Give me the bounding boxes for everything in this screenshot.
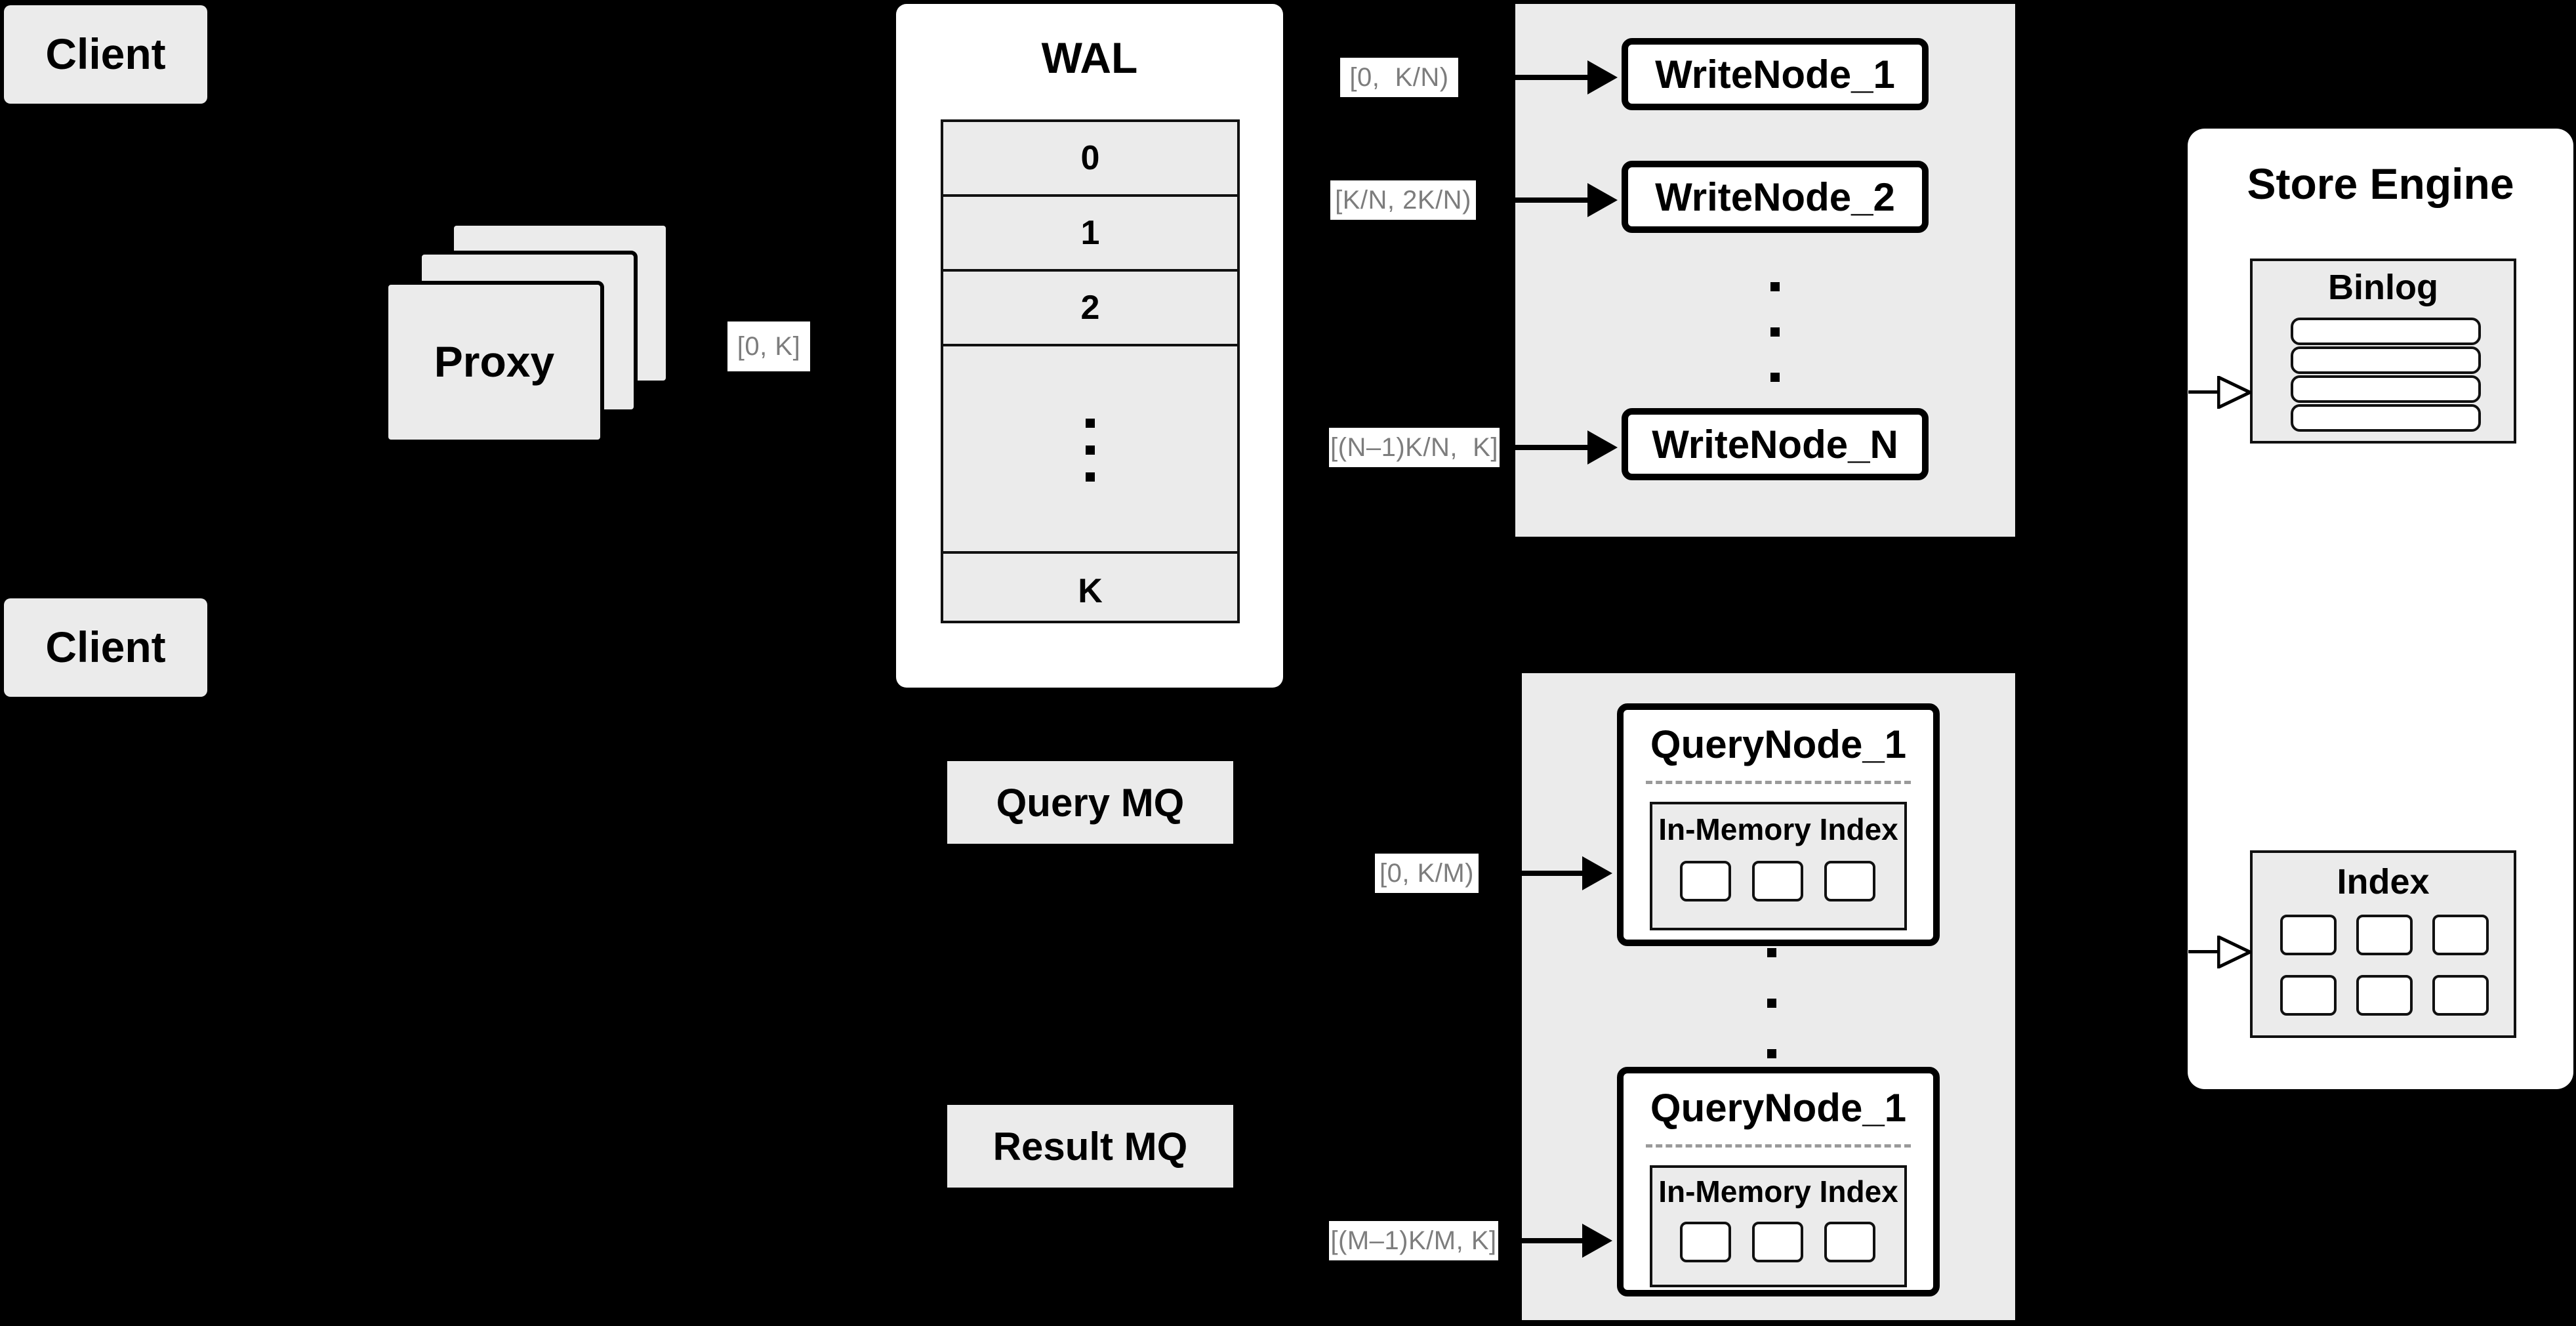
write-node-n-arrow-line — [1501, 445, 1590, 450]
write-node-n-label: WriteNode_N — [1652, 422, 1898, 466]
index-cell — [2432, 975, 2489, 1016]
query-node-m-range-text: [(M–1)K/M, K] — [1330, 1226, 1497, 1255]
query-node-vertical-ellipsis-icon — [1767, 948, 1776, 1058]
result-mq-label: Result MQ — [992, 1124, 1188, 1169]
index-cell — [2356, 915, 2413, 955]
index-cell — [2432, 915, 2489, 955]
binlog-panel: Binlog — [2250, 259, 2516, 444]
write-node-2-arrow-line — [1477, 197, 1590, 203]
write-node-n[interactable]: WriteNode_N — [1622, 408, 1929, 480]
query-node-1-index-cell — [1752, 861, 1803, 901]
wal-row-stack: 0 1 2 K — [941, 119, 1240, 623]
query-node-m-index-label-wrap: In-Memory Index — [1652, 1173, 1904, 1210]
write-node-n-arrow-head-icon — [1587, 430, 1618, 465]
store-engine-title: Store Engine — [2247, 159, 2514, 208]
binlog-arrow-line — [2188, 390, 2221, 394]
wal-row: K — [943, 554, 1237, 629]
write-node-vertical-ellipsis-icon — [1770, 282, 1780, 382]
write-node-2-label: WriteNode_2 — [1655, 175, 1895, 219]
query-node-m-label-wrap: QueryNode_1 — [1624, 1081, 1933, 1134]
wal-row-ellipsis — [943, 346, 1237, 554]
binlog-title: Binlog — [2328, 267, 2438, 307]
wal-row: 0 — [943, 122, 1237, 197]
binlog-entry-bar — [2291, 375, 2481, 403]
write-node-1-arrow-head-icon — [1587, 60, 1618, 94]
wal-row-value: 1 — [1080, 214, 1100, 252]
query-node-1-range-text: [0, K/M) — [1379, 858, 1475, 888]
wal-row-value: 0 — [1080, 139, 1100, 177]
query-node-m[interactable]: QueryNode_1 In-Memory Index — [1617, 1067, 1940, 1296]
query-node-m-divider — [1646, 1144, 1911, 1148]
query-node-1-label: QueryNode_1 — [1650, 722, 1907, 766]
index-title: Index — [2337, 861, 2430, 901]
query-node-1-arrow-head-icon — [1582, 856, 1612, 890]
write-node-2-range-tag: [K/N, 2K/N) — [1330, 180, 1476, 220]
query-node-1-arrow-line — [1480, 871, 1585, 876]
write-node-1-range-text: [0, K/N) — [1349, 62, 1449, 92]
query-node-m-range-tag: [(M–1)K/M, K] — [1329, 1221, 1498, 1260]
query-node-m-index-label: In-Memory Index — [1658, 1174, 1898, 1209]
query-node-m-index-panel: In-Memory Index — [1650, 1165, 1907, 1287]
query-node-m-arrow-head-icon — [1582, 1224, 1612, 1258]
binlog-title-wrap: Binlog — [2253, 268, 2514, 307]
wal-title: WAL — [1041, 33, 1138, 82]
wal-row: 1 — [943, 197, 1237, 272]
query-node-m-index-cell — [1680, 1222, 1731, 1262]
index-cell — [2280, 975, 2337, 1016]
result-mq-node[interactable]: Result MQ — [947, 1105, 1233, 1188]
index-arrow-line — [2188, 950, 2221, 953]
write-node-2[interactable]: WriteNode_2 — [1622, 161, 1929, 233]
binlog-entry-bar — [2291, 346, 2481, 374]
query-node-m-index-cell — [1752, 1222, 1803, 1262]
write-node-2-arrow-head-icon — [1587, 183, 1618, 217]
index-cell — [2280, 915, 2337, 955]
query-node-m-index-cell — [1824, 1222, 1875, 1262]
write-node-1-range-tag: [0, K/N) — [1340, 58, 1458, 97]
wal-vertical-ellipsis-icon — [1086, 419, 1095, 482]
proxy-range-tag: [0, K] — [727, 321, 810, 371]
query-node-1-index-panel: In-Memory Index — [1650, 802, 1907, 930]
write-node-1-arrow-line — [1464, 75, 1590, 80]
client-node-2-label: Client — [45, 623, 166, 672]
query-node-1-divider — [1646, 781, 1911, 784]
write-node-2-range-text: [K/N, 2K/N) — [1335, 185, 1471, 215]
wal-row: 2 — [943, 272, 1237, 346]
query-node-1-index-cell — [1680, 861, 1731, 901]
index-panel: Index — [2250, 850, 2516, 1038]
query-node-1-index-label: In-Memory Index — [1658, 812, 1898, 846]
client-node-2[interactable]: Client — [4, 598, 207, 697]
query-node-m-label: QueryNode_1 — [1650, 1085, 1907, 1130]
query-node-1[interactable]: QueryNode_1 In-Memory Index — [1617, 703, 1940, 946]
wal-row-value: 2 — [1080, 289, 1100, 327]
write-node-1[interactable]: WriteNode_1 — [1622, 38, 1929, 110]
index-title-wrap: Index — [2253, 862, 2514, 901]
proxy-range-tag-text: [0, K] — [737, 331, 801, 361]
query-node-1-label-wrap: QueryNode_1 — [1624, 718, 1933, 770]
proxy-node-label: Proxy — [434, 337, 555, 386]
client-node-1[interactable]: Client — [4, 5, 207, 104]
proxy-node[interactable]: Proxy — [384, 281, 604, 444]
write-node-n-range-text: [(N–1)K/N, K] — [1330, 432, 1498, 462]
query-node-1-range-tag: [0, K/M) — [1375, 854, 1479, 893]
write-node-1-label: WriteNode_1 — [1655, 52, 1895, 96]
binlog-entry-bar — [2291, 318, 2481, 345]
query-mq-label: Query MQ — [996, 780, 1185, 825]
binlog-entry-bar — [2291, 404, 2481, 432]
query-node-1-index-label-wrap: In-Memory Index — [1652, 811, 1904, 848]
index-cell — [2356, 975, 2413, 1016]
wal-row-value: K — [1078, 572, 1103, 610]
query-node-m-arrow-line — [1501, 1238, 1585, 1243]
query-node-1-index-cell — [1824, 861, 1875, 901]
query-mq-node[interactable]: Query MQ — [947, 761, 1233, 844]
client-node-1-label: Client — [45, 30, 166, 79]
write-node-n-range-tag: [(N–1)K/N, K] — [1329, 428, 1500, 467]
